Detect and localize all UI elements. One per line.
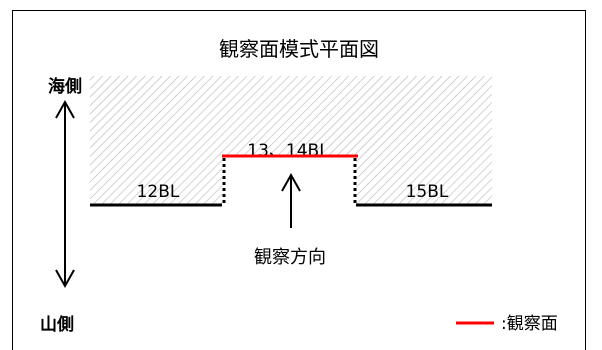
block-12bl-label: 12BL	[137, 182, 180, 202]
sea-side-label: 海側	[48, 76, 82, 97]
legend-label: :観察面	[501, 314, 558, 334]
observation-direction-arrow	[281, 172, 301, 228]
mountain-side-label: 山側	[40, 314, 74, 335]
plan-diagram: 観察面模式平面図 海側 山側 12BL 13、14BL 15BL 観察方向 :観…	[40, 37, 558, 335]
block-13-14bl-label: 13、14BL	[247, 141, 329, 161]
observation-direction-label: 観察方向	[254, 247, 326, 268]
diagram-title: 観察面模式平面図	[219, 37, 379, 61]
diagram-frame	[12, 10, 586, 350]
sea-mountain-arrow	[55, 99, 75, 289]
block-15bl-label: 15BL	[406, 182, 449, 202]
hatched-area	[90, 76, 492, 204]
